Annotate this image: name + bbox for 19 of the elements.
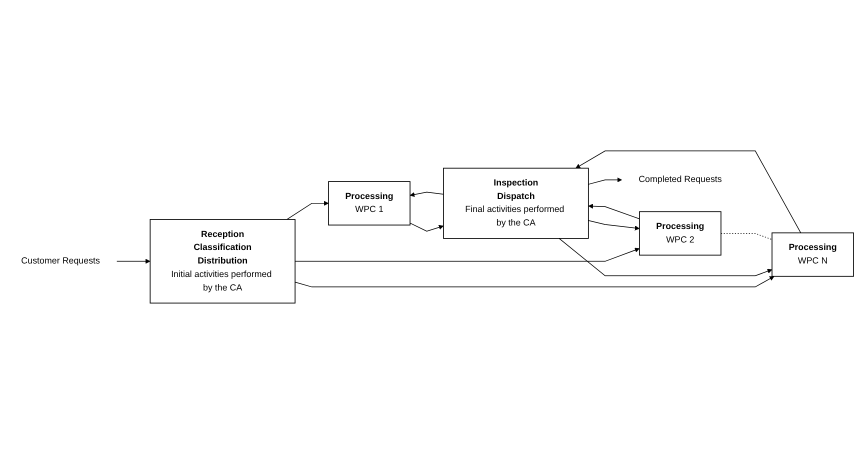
- arrow: [410, 222, 444, 232]
- arrow: [294, 248, 640, 262]
- arrow: [558, 238, 772, 276]
- arrow: [588, 177, 622, 185]
- arrow: [410, 192, 444, 197]
- arrow: [588, 204, 640, 220]
- arrow: [116, 258, 150, 264]
- node-box: Reception Classification Distribution Initial activities performed by the CA: [150, 219, 296, 304]
- arrow: [286, 200, 329, 220]
- node-text: Customer Requests: [21, 256, 100, 266]
- arrow: [576, 150, 802, 234]
- node-text: Completed Requests: [638, 174, 722, 184]
- connector: [720, 233, 772, 240]
- arrow: [588, 220, 640, 230]
- node-box: Processing WPC 1: [328, 181, 410, 226]
- arrow: [294, 276, 774, 288]
- node-box: Inspection Dispatch Final activities performed by the CA: [443, 168, 589, 239]
- node-box: Processing WPC 2: [639, 211, 722, 256]
- node-box: Processing WPC N: [772, 232, 854, 277]
